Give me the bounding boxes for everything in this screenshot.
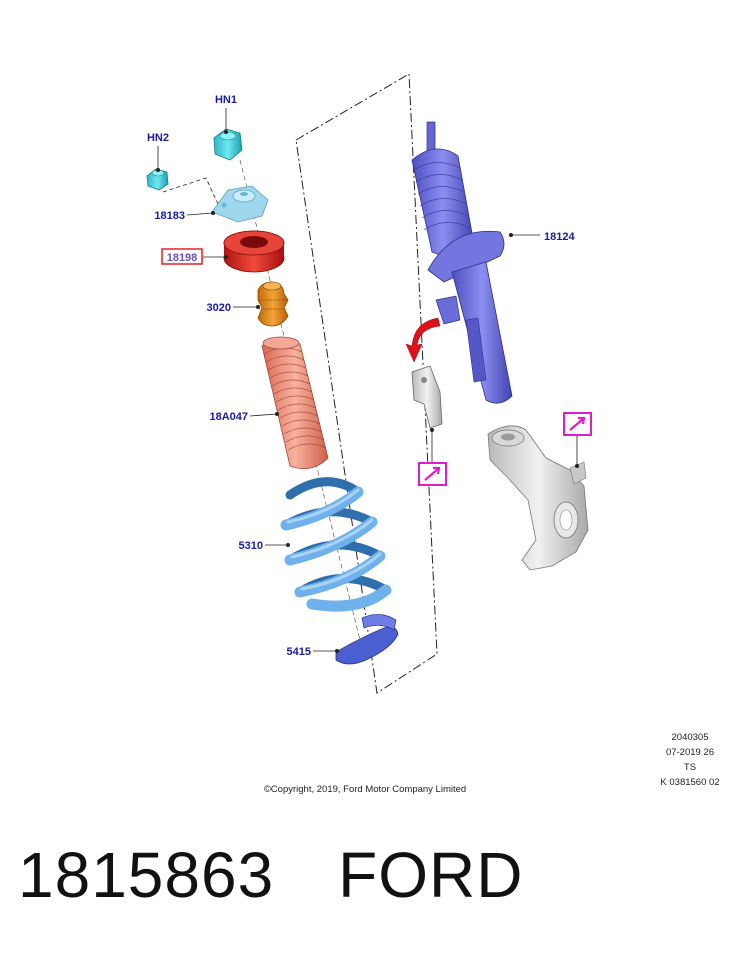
bearing-part (223, 230, 285, 273)
callout-18198: 18198 (167, 252, 198, 264)
suspension-exploded-diagram: HN1 HN2 18183 18198 3020 18A047 5310 541… (146, 73, 720, 795)
top-mount-part (211, 185, 269, 223)
callout-18a047: 18A047 (209, 411, 248, 423)
hn2-leader-dashed (162, 177, 220, 207)
hn2-nut-part (146, 168, 169, 191)
callout-hn2: HN2 (147, 132, 169, 144)
red-arrow-icon (405, 317, 441, 363)
arrow-pointer-icon (569, 416, 586, 431)
hn1-nut-part (213, 128, 243, 161)
marker-box-knuckle (563, 412, 592, 436)
highlight-box (161, 248, 203, 265)
drawing-info-line-2: 07-2019 26 (666, 747, 714, 758)
part-number: 1815863 (18, 839, 275, 911)
bracket-part (411, 365, 443, 429)
drawing-info-line-1: 2040305 (672, 732, 709, 743)
dust-boot-part (261, 336, 329, 470)
bump-stop-part (257, 281, 289, 327)
arrow-pointer-icon (424, 466, 441, 481)
assembly-boundary-line (295, 73, 438, 694)
part-headline: 1815863 FORD (18, 838, 523, 912)
callout-5310: 5310 (239, 540, 263, 552)
callout-hn1: HN1 (215, 94, 237, 106)
callout-3020: 3020 (207, 302, 231, 314)
callout-18183: 18183 (154, 210, 185, 222)
leader-lines (155, 108, 580, 654)
copyright-text: ©Copyright, 2019, Ford Motor Company Lim… (264, 784, 466, 795)
drawing-info-line-3: TS (684, 762, 696, 773)
spring-seat-part (335, 614, 399, 665)
marker-box-bracket (418, 462, 447, 486)
drawing-info-line-4: K 0381560 02 (660, 777, 719, 788)
coil-spring-part (280, 477, 392, 612)
brand-name: FORD (338, 839, 524, 911)
callout-18124: 18124 (544, 231, 575, 243)
knuckle-part (487, 425, 589, 571)
callout-5415: 5415 (287, 646, 311, 658)
strut-part (411, 121, 513, 404)
